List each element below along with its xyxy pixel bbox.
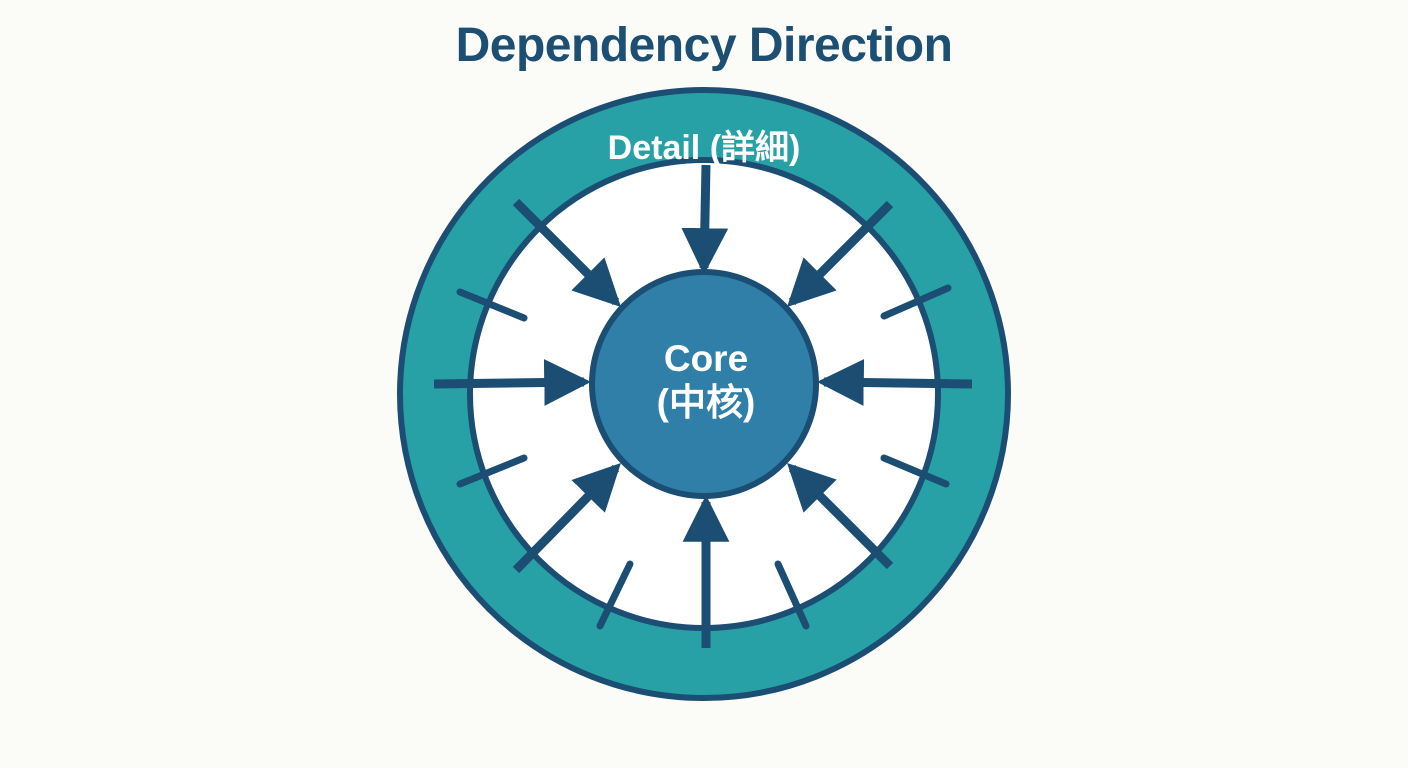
core-label-line1: Core <box>663 338 749 379</box>
core-label: Core (中核) <box>594 337 818 425</box>
page-title: Dependency Direction <box>455 19 953 72</box>
ring-tick-right-lower <box>880 454 950 488</box>
ring-tick-left-lower <box>456 454 528 488</box>
ring-tick-bottom-right <box>774 560 810 630</box>
arrow-from-left <box>433 359 592 406</box>
ring-tick-left-upper <box>456 288 528 322</box>
dependency-arrows <box>433 164 973 648</box>
ring-ticks <box>456 284 952 630</box>
ring-tick-bottom-left <box>596 560 634 630</box>
arrow-from-top <box>681 164 729 276</box>
core-label-line2: (中核) <box>656 382 756 423</box>
detail-ring-label: Detail (詳細) <box>607 129 801 167</box>
arrow-from-right <box>816 359 973 406</box>
core-circle <box>589 269 819 499</box>
ring-tick-right-upper <box>880 284 952 320</box>
arrow-from-top-left <box>512 198 621 307</box>
arrow-from-bottom-right <box>787 463 894 570</box>
arrow-from-top-right <box>787 200 894 307</box>
arrow-from-bottom-left <box>512 462 621 574</box>
